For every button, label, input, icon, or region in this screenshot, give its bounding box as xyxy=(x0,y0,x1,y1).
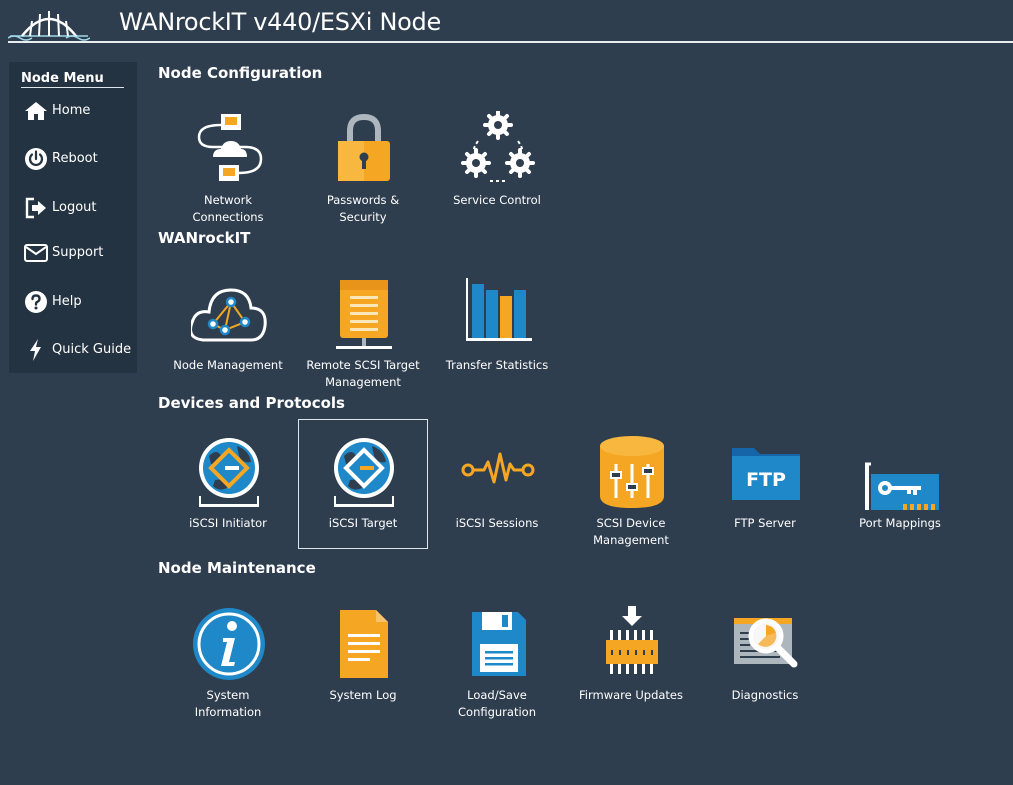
floppy-icon xyxy=(472,612,526,676)
globe-target-icon xyxy=(334,438,394,507)
menu-label-quick-guide: Quick Guide xyxy=(52,342,132,357)
tile-label: iSCSI Initiator xyxy=(189,516,267,530)
ftp-folder-icon: FTP xyxy=(732,448,800,500)
bridge-logo-icon xyxy=(8,11,90,41)
tile-label: Load/Save Configuration xyxy=(458,688,536,719)
tile-firmware-updates[interactable]: Firmware Updates xyxy=(566,591,696,721)
server-icon xyxy=(336,280,392,349)
app-title: WANrockIT v440/ESXi Node xyxy=(119,8,441,36)
section-title-wanrockit: WANrockIT xyxy=(158,229,251,247)
section-title-node-configuration: Node Configuration xyxy=(158,64,323,82)
lightning-icon xyxy=(30,339,41,361)
tile-remote-scsi-target[interactable]: Remote SCSI Target Management xyxy=(298,261,428,391)
tile-iscsi-target[interactable]: iSCSI Target xyxy=(298,419,428,549)
tile-label: Diagnostics xyxy=(731,688,799,702)
header-bar: WANrockIT v440/ESXi Node xyxy=(0,0,1013,44)
tile-label: Remote SCSI Target Management xyxy=(306,358,420,389)
menu-label-logout: Logout xyxy=(52,200,97,215)
menu-item-help[interactable]: Help xyxy=(9,284,137,320)
tile-label: Port Mappings xyxy=(859,516,941,530)
tile-service-control[interactable]: Service Control xyxy=(432,96,562,226)
tile-label: SCSI Device Management xyxy=(593,516,669,547)
logout-icon xyxy=(25,197,46,219)
tile-transfer-statistics[interactable]: Transfer Statistics xyxy=(432,261,562,391)
tile-label: iSCSI Target xyxy=(328,516,398,530)
database-sliders-icon xyxy=(600,436,664,508)
menu-item-home[interactable]: Home xyxy=(9,93,137,129)
tile-label: Node Management xyxy=(173,358,283,372)
menu-item-quick-guide[interactable]: Quick Guide xyxy=(9,332,137,368)
menu-item-support[interactable]: Support xyxy=(9,235,137,271)
tile-label: Service Control xyxy=(453,193,541,207)
bar-chart-icon xyxy=(466,278,532,341)
section-title-node-maintenance: Node Maintenance xyxy=(158,559,316,577)
tile-iscsi-sessions[interactable]: iSCSI Sessions xyxy=(432,419,562,549)
sidebar-title: Node Menu xyxy=(21,71,124,88)
help-icon xyxy=(25,291,47,313)
gears-icon xyxy=(461,111,535,182)
cloud-network-icon xyxy=(191,288,267,342)
tile-passwords-security[interactable]: Passwords & Security xyxy=(298,96,428,226)
menu-label-reboot: Reboot xyxy=(52,151,98,166)
tile-system-log[interactable]: System Log xyxy=(298,591,428,721)
document-icon xyxy=(340,610,388,678)
tile-port-mappings[interactable]: Port Mappings xyxy=(835,419,965,549)
tile-scsi-device-management[interactable]: SCSI Device Management xyxy=(566,419,696,549)
tile-label: System Information xyxy=(194,688,262,719)
info-icon xyxy=(193,608,265,680)
tile-label: Network Connections xyxy=(192,193,264,224)
menu-item-reboot[interactable]: Reboot xyxy=(9,141,137,177)
tile-label: System Log xyxy=(329,688,397,702)
tile-load-save-configuration[interactable]: Load/Save Configuration xyxy=(432,591,562,721)
tile-label: Passwords & Security xyxy=(326,193,400,224)
home-icon xyxy=(25,102,47,120)
globe-initiator-icon xyxy=(199,438,259,507)
tile-label: Transfer Statistics xyxy=(445,358,549,372)
node-menu-sidebar: Node Menu Home Reboot Logout Support xyxy=(9,62,137,373)
padlock-icon xyxy=(338,113,390,181)
tile-label: Firmware Updates xyxy=(579,688,683,702)
chip-download-icon xyxy=(606,606,658,674)
header-divider xyxy=(8,41,1013,43)
envelope-icon xyxy=(24,244,48,262)
key-card-icon xyxy=(865,462,939,510)
power-icon xyxy=(25,148,47,170)
menu-label-support: Support xyxy=(52,245,104,260)
menu-label-home: Home xyxy=(52,103,91,118)
tile-system-information[interactable]: System Information xyxy=(163,591,293,721)
menu-item-logout[interactable]: Logout xyxy=(9,190,137,226)
tile-iscsi-initiator[interactable]: iSCSI Initiator xyxy=(163,419,293,549)
ftp-badge-text: FTP xyxy=(746,469,786,491)
tile-label: FTP Server xyxy=(734,516,796,530)
tile-ftp-server[interactable]: FTP FTP Server xyxy=(700,419,830,549)
tile-label: iSCSI Sessions xyxy=(455,516,539,530)
section-title-devices-protocols: Devices and Protocols xyxy=(158,394,345,412)
magnifier-chart-icon xyxy=(734,618,798,668)
tile-node-management[interactable]: Node Management xyxy=(163,261,293,391)
tile-network-connections[interactable]: Network Connections xyxy=(163,96,293,226)
menu-label-help: Help xyxy=(52,294,82,309)
tile-diagnostics[interactable]: Diagnostics xyxy=(700,591,830,721)
network-icon xyxy=(197,114,263,181)
heartbeat-icon xyxy=(461,452,535,484)
